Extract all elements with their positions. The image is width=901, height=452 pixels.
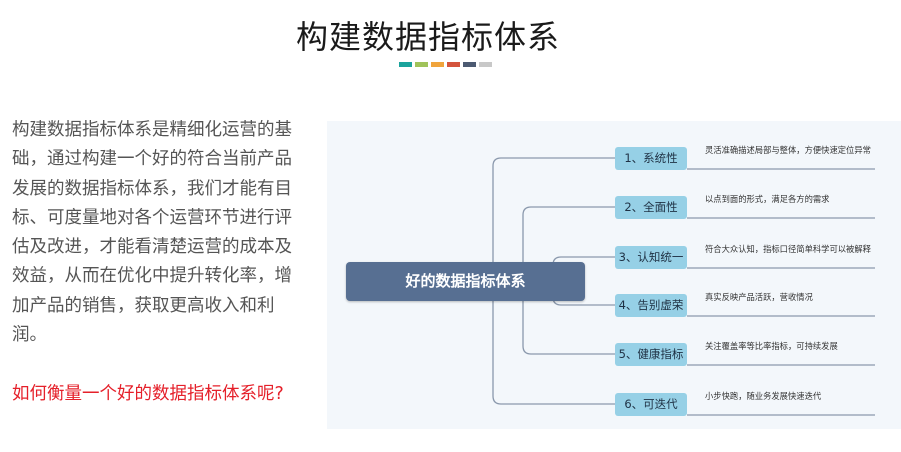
mindmap-diagram: 好的数据指标体系 1、系统性 灵活准确描述局部与整体，方便快速定位异常 2、全面性 以… [327, 121, 901, 429]
mindmap-branch-description: 真实反映产品活跃，营收情况 [705, 292, 813, 302]
mindmap-branch-description: 灵活准确描述局部与整体，方便快速定位异常 [705, 145, 871, 155]
branch-connector [522, 206, 615, 262]
mindmap-branch-node: 4、告别虚荣 [615, 293, 687, 317]
branch-connector [492, 157, 615, 262]
mindmap-center-node: 好的数据指标体系 [346, 262, 585, 301]
title-color-bar [399, 62, 492, 67]
color-swatch [463, 62, 476, 67]
branch-connector [522, 301, 615, 355]
color-swatch [399, 62, 412, 67]
color-swatch [447, 62, 460, 67]
color-swatch [431, 62, 444, 67]
mindmap-branch-description: 符合大众认知，指标口径简单科学可以被解释 [705, 244, 871, 254]
mindmap-branch-node: 2、全面性 [615, 195, 687, 219]
mindmap-branch-description: 关注覆盖率等比率指标，可持续发展 [705, 341, 838, 351]
question-text: 如何衡量一个好的数据指标体系呢? [12, 384, 284, 404]
mindmap-branch-node: 1、系统性 [615, 146, 687, 170]
mindmap-branch-node: 5、健康指标 [615, 342, 687, 366]
mindmap-branch-node: 3、认知统一 [615, 245, 687, 269]
color-swatch [479, 62, 492, 67]
intro-paragraph: 构建数据指标体系是精细化运营的基础，通过构建一个好的符合当前产品发展的数据指标体… [12, 120, 292, 346]
color-swatch [415, 62, 428, 67]
mindmap-branch-description: 小步快跑，随业务发展快速迭代 [705, 391, 822, 401]
branch-connector [492, 301, 615, 405]
mindmap-connectors [492, 157, 875, 416]
mindmap-branch-node: 6、可迭代 [615, 392, 687, 416]
page-title: 构建数据指标体系 [295, 18, 560, 56]
mindmap-branch-description: 以点到面的形式，满足各方的需求 [705, 194, 830, 204]
